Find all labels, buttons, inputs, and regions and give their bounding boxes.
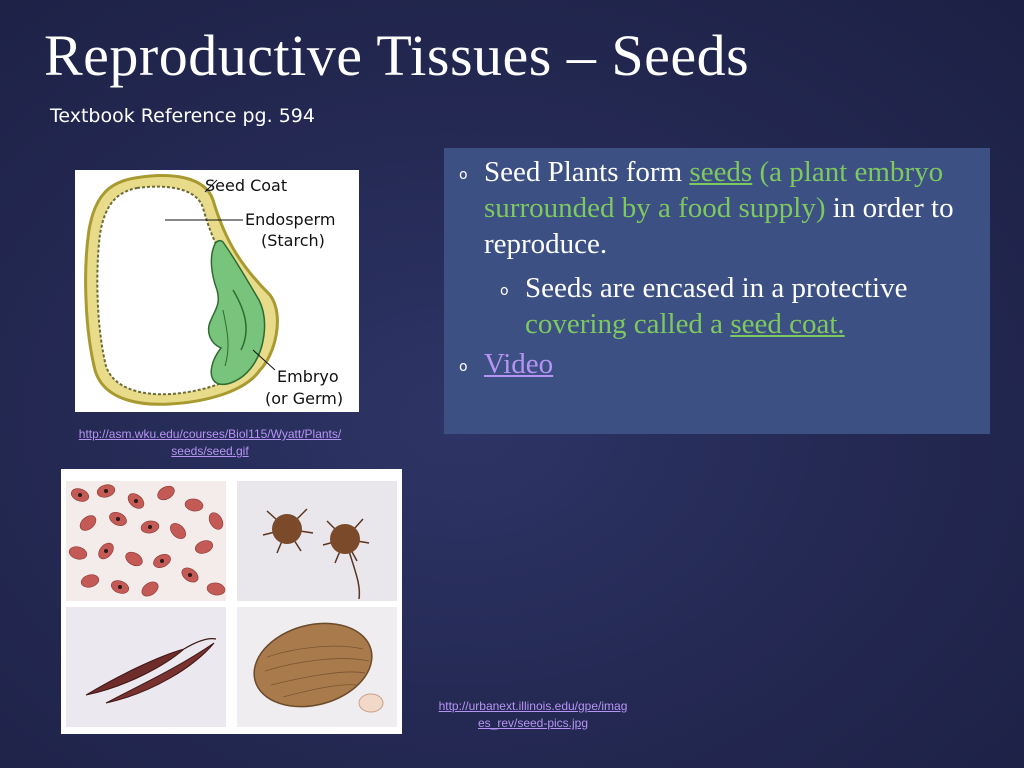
slide-title: Reproductive Tissues – Seeds bbox=[44, 23, 750, 88]
germ-label: (or Germ) bbox=[265, 389, 343, 408]
embryo-detail bbox=[232, 289, 247, 351]
photos-source-link-1[interactable]: http://urbanext.illinois.edu/gpe/imag bbox=[438, 699, 628, 713]
diagram-source-link-2[interactable]: seeds/seed.gif bbox=[171, 444, 249, 458]
bullet-seed-plants: o Seed Plants form seeds (a plant embryo… bbox=[459, 154, 970, 262]
embryo-shape bbox=[207, 239, 266, 386]
photos-source-link-2[interactable]: es_rev/seed-pics.jpg bbox=[477, 716, 589, 730]
sub-bullet-marker: o bbox=[500, 283, 509, 299]
pods-drawing bbox=[85, 638, 217, 704]
endosperm-label: Endosperm bbox=[245, 210, 335, 229]
seed-diagram-drawing: Seed Coat Endosperm (Starch) Embryo (or … bbox=[84, 174, 343, 408]
sub-bullet-text: Seeds are encased in a protective bbox=[525, 272, 908, 304]
bullet-marker: o bbox=[459, 167, 468, 183]
photo-coconut bbox=[237, 607, 397, 727]
photo-spiky-seed-pods bbox=[237, 481, 397, 601]
diagram-source-caption: http://asm.wku.edu/courses/Biol115/Wyatt… bbox=[45, 426, 375, 460]
seed-definition-text: (a plant embryo surrounded by a food sup… bbox=[484, 156, 944, 224]
seed-diagram: Seed Coat Endosperm (Starch) Embryo (or … bbox=[75, 170, 359, 412]
bullet-text: Seed Plants form bbox=[484, 156, 690, 188]
sub-bullet-seed-coat: o Seeds are encased in a protective cove… bbox=[500, 270, 970, 342]
embryo-label: Embryo bbox=[277, 367, 339, 386]
photos-source-caption: http://urbanext.illinois.edu/gpe/imag es… bbox=[415, 698, 651, 732]
bullet-text-end: in order to reproduce. bbox=[484, 192, 954, 260]
starch-label: (Starch) bbox=[261, 231, 325, 250]
seeds-link[interactable]: seeds bbox=[689, 156, 753, 188]
slide-subtitle: Textbook Reference pg. 594 bbox=[50, 105, 315, 127]
covering-text: covering called a bbox=[525, 308, 731, 340]
spiky-pods-drawing bbox=[262, 508, 370, 600]
coconut-drawing bbox=[253, 622, 384, 713]
photo-black-eyed-peas bbox=[66, 481, 226, 601]
content-textbox: o Seed Plants form seeds (a plant embryo… bbox=[444, 148, 990, 434]
seed-coat-link[interactable]: seed coat. bbox=[730, 308, 845, 340]
beans-drawing bbox=[68, 484, 226, 597]
video-link[interactable]: Video bbox=[484, 348, 554, 380]
embryo-detail-2 bbox=[222, 309, 229, 367]
diagram-source-link-1[interactable]: http://asm.wku.edu/courses/Biol115/Wyatt… bbox=[78, 427, 342, 441]
bullet-marker: o bbox=[459, 359, 468, 375]
bullet-video: o Video bbox=[459, 346, 970, 382]
embryo-pointer bbox=[252, 349, 276, 371]
seed-photos-collage bbox=[61, 469, 402, 734]
photo-seed-pods bbox=[66, 607, 226, 727]
seed-coat-pointer bbox=[204, 179, 218, 193]
seed-coat-label: Seed Coat bbox=[205, 176, 287, 195]
